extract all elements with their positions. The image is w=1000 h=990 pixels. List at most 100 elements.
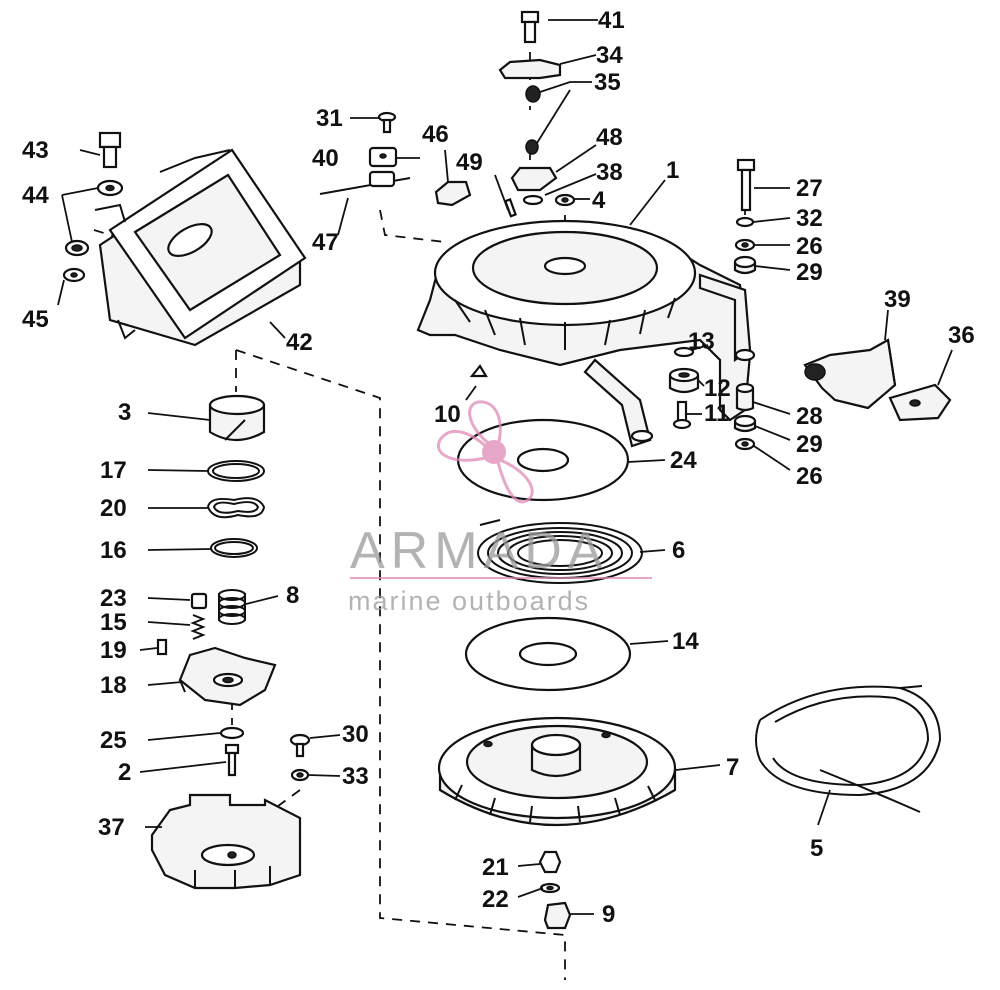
- spacer-washer-part: [673, 346, 695, 358]
- part-label-37: 37: [98, 814, 125, 841]
- pulley-washer-part: [539, 882, 561, 894]
- housing-bolt-part: [98, 131, 122, 169]
- part-label-46: 46: [422, 121, 449, 148]
- part-label-34: 34: [596, 42, 623, 69]
- starter-housing-part: [94, 148, 307, 347]
- watermark-tagline: marine outboards: [348, 586, 590, 616]
- part-label-5: 5: [810, 835, 823, 862]
- part-label-1: 1: [666, 157, 679, 184]
- mount-sleeve-part: [735, 382, 755, 412]
- pawl-plunger-part: [190, 592, 208, 610]
- part-label-26-upper: 26: [796, 233, 823, 260]
- shoulder-screw-part: [672, 400, 692, 430]
- housing-screw-part: [469, 364, 488, 378]
- watermark-brand: ARMADA: [350, 522, 608, 580]
- cup-washer-part: [290, 768, 310, 782]
- handle-insert-part: [888, 383, 952, 422]
- part-label-7: 7: [726, 754, 739, 781]
- pulley-hub-part: [543, 901, 572, 930]
- rewind-spring-part: [477, 519, 643, 584]
- part-label-20: 20: [100, 495, 127, 522]
- propeller-blade: [468, 400, 502, 448]
- part-label-27: 27: [796, 175, 823, 202]
- part-label-2: 2: [118, 759, 131, 786]
- part-label-24: 24: [670, 447, 697, 474]
- part-label-25: 25: [100, 727, 127, 754]
- part-label-6: 6: [672, 537, 685, 564]
- part-label-29-upper: 29: [796, 259, 823, 286]
- part-label-43: 43: [22, 137, 49, 164]
- brake-spring-part: [218, 589, 246, 625]
- part-label-21: 21: [482, 854, 509, 881]
- part-label-45: 45: [22, 306, 49, 333]
- part-label-15: 15: [100, 609, 127, 636]
- part-label-16: 16: [100, 537, 127, 564]
- spring-cup-part: [150, 793, 302, 890]
- lockout-spring-part: [525, 85, 541, 155]
- plate-screw-part: [224, 743, 240, 777]
- propeller-blade: [496, 458, 534, 504]
- part-label-35: 35: [594, 69, 621, 96]
- part-label-12: 12: [704, 375, 731, 402]
- seal-ring-16-part: [210, 538, 258, 558]
- lock-washer-part: [735, 216, 755, 228]
- part-label-4: 4: [592, 187, 606, 214]
- link-screw-part: [377, 111, 397, 134]
- part-label-18: 18: [100, 672, 127, 699]
- part-label-42: 42: [286, 329, 313, 356]
- link-block-part: [368, 146, 398, 168]
- part-label-38: 38: [596, 159, 623, 186]
- pin-part: [156, 638, 168, 656]
- part-label-40: 40: [312, 145, 339, 172]
- part-label-49: 49: [456, 149, 483, 176]
- part-label-10: 10: [434, 401, 461, 428]
- part-label-44: 44: [22, 182, 49, 209]
- seal-ring-17-part: [207, 460, 265, 482]
- part-label-22: 22: [482, 886, 509, 913]
- part-label-41: 41: [598, 7, 625, 34]
- propeller-blade: [436, 430, 494, 462]
- center-nut-part: [554, 193, 576, 207]
- leader-lines: [57, 19, 953, 915]
- part-label-29-lower: 29: [796, 431, 823, 458]
- propeller-logo: [436, 400, 534, 504]
- part-label-28: 28: [796, 403, 823, 430]
- part-label-47: 47: [312, 229, 339, 256]
- grommet-lower-part: [733, 414, 757, 433]
- grommet-upper-part: [733, 255, 757, 275]
- choke-knob-part: [434, 180, 472, 207]
- part-label-33: 33: [342, 763, 369, 790]
- part-label-13: 13: [688, 328, 715, 355]
- part-label-30: 30: [342, 721, 369, 748]
- part-label-23: 23: [100, 585, 127, 612]
- part-label-14: 14: [672, 628, 699, 655]
- lockout-bracket-part: [498, 58, 562, 80]
- watermark: ARMADA marine outboards: [348, 400, 652, 616]
- cup-screw-part: [289, 733, 311, 758]
- propeller-hub: [482, 440, 506, 464]
- part-label-8: 8: [286, 582, 299, 609]
- part-label-31: 31: [316, 105, 343, 132]
- part-label-32: 32: [796, 205, 823, 232]
- part-label-17: 17: [100, 457, 127, 484]
- lockout-screw-part: [520, 10, 540, 44]
- bushing-part: [208, 394, 266, 442]
- pawl-spring-part: [190, 614, 206, 640]
- flat-washer-upper-part: [734, 238, 756, 252]
- lockout-clip-part: [522, 194, 544, 206]
- housing-nut-part: [62, 267, 86, 283]
- grommet-part: [668, 367, 700, 394]
- seal-ring-20-part: [206, 497, 266, 519]
- part-label-3: 3: [118, 399, 131, 426]
- flat-washer-lower-part: [734, 437, 756, 451]
- plate-washer-part: [219, 726, 245, 740]
- starter-rope-part: [755, 685, 942, 813]
- part-label-9: 9: [602, 901, 615, 928]
- part-label-11: 11: [704, 400, 729, 427]
- lockout-lever-part: [510, 166, 558, 192]
- starter-handle-part: [803, 338, 897, 410]
- mount-bolt-part: [736, 158, 756, 212]
- thrust-washer-part: [464, 616, 632, 692]
- part-label-48: 48: [596, 124, 623, 151]
